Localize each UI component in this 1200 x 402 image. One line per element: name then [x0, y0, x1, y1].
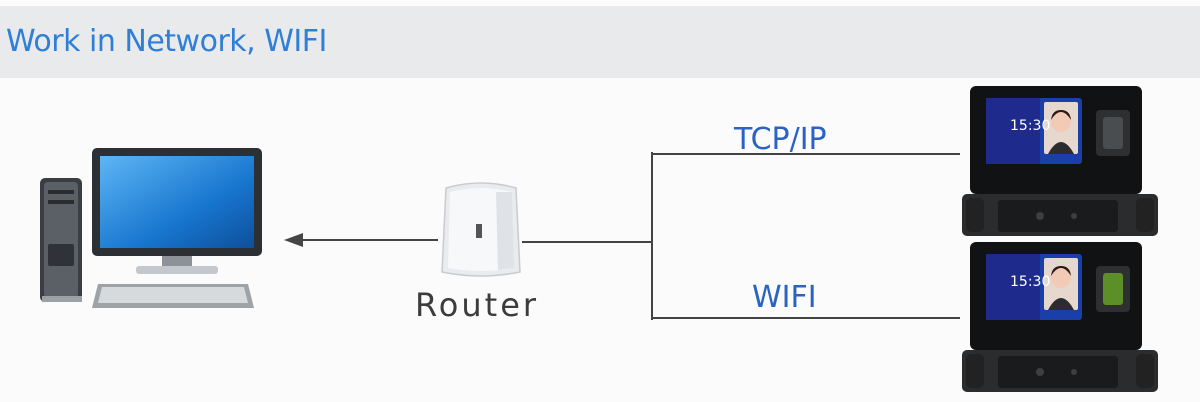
router-label: Router: [415, 286, 540, 324]
face-recognition-terminal-icon: [962, 242, 1158, 392]
router-icon: [441, 182, 521, 277]
arrowhead-icon: [284, 233, 303, 247]
tcpip-label: TCP/IP: [734, 122, 827, 157]
wifi-label: WIFI: [752, 280, 817, 315]
diagram-title: Work in Network, WIFI: [6, 24, 327, 59]
terminal-1-time: 15:30: [1010, 118, 1051, 134]
title-bar: [0, 6, 1200, 78]
desktop-computer-icon: [40, 148, 262, 308]
terminal-2-time: 15:30: [1010, 274, 1051, 290]
face-recognition-terminal-icon: [962, 86, 1158, 236]
